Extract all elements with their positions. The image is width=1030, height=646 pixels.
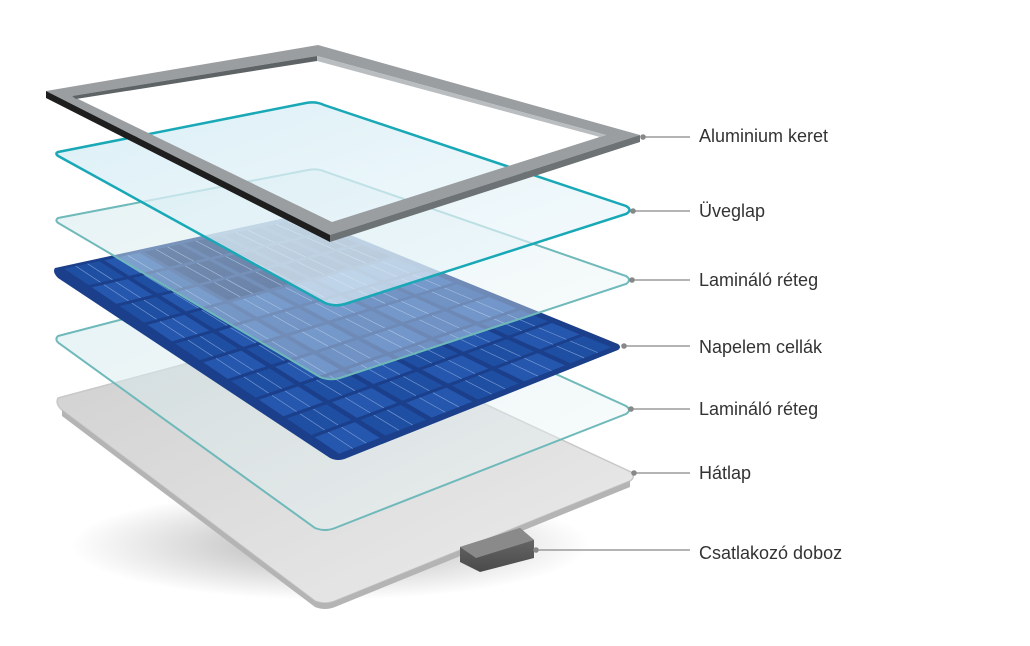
solar-cell bbox=[436, 325, 504, 352]
cell-busbar bbox=[215, 358, 241, 375]
glass-layer bbox=[55, 101, 631, 307]
cell-busbar bbox=[316, 379, 342, 396]
solar-cell bbox=[497, 353, 566, 382]
cell-busbar bbox=[493, 343, 521, 357]
solar-cell bbox=[91, 279, 153, 304]
cell-busbar bbox=[387, 409, 413, 426]
solar-cell bbox=[314, 422, 380, 454]
cell-busbar bbox=[143, 299, 169, 317]
cell-busbar bbox=[228, 354, 254, 371]
leader-lines bbox=[533, 134, 690, 553]
solar-cell bbox=[392, 340, 459, 368]
label-glass: Üveglap bbox=[699, 201, 766, 221]
cell-busbar bbox=[478, 375, 506, 390]
label-laminate-top: Lamináló réteg bbox=[699, 270, 819, 290]
solar-cell bbox=[203, 350, 267, 379]
cell-busbar bbox=[201, 309, 228, 326]
solar-cell bbox=[286, 404, 352, 436]
cell-busbar bbox=[299, 413, 325, 431]
solar-cell bbox=[360, 404, 427, 436]
junction-box bbox=[460, 528, 534, 572]
cell-busbar bbox=[200, 336, 226, 353]
solar-cell bbox=[119, 296, 182, 323]
cell-busbar bbox=[159, 321, 185, 339]
solar-cell bbox=[406, 387, 473, 418]
solar-cell bbox=[451, 370, 519, 400]
label-aluminium-frame: Aluminium keret bbox=[699, 126, 829, 146]
cell-busbar bbox=[570, 340, 598, 353]
solar-cell bbox=[147, 314, 210, 342]
cell-busbar bbox=[172, 317, 198, 335]
cell-busbar bbox=[313, 408, 339, 426]
cell-busbar bbox=[403, 376, 430, 392]
cell-busbar bbox=[390, 381, 417, 397]
cell-busbar bbox=[230, 327, 256, 344]
cell-busbar bbox=[448, 359, 476, 374]
cell-busbar bbox=[243, 376, 269, 394]
solar-cell bbox=[347, 355, 414, 385]
solar-cell bbox=[543, 335, 612, 364]
cell-busbar bbox=[75, 265, 101, 283]
cell-busbar bbox=[258, 344, 285, 361]
cell-busbar bbox=[103, 284, 129, 302]
cell-busbar bbox=[373, 414, 400, 431]
cell-busbar bbox=[173, 292, 199, 309]
cell-busbar bbox=[131, 302, 157, 320]
cell-busbar bbox=[465, 380, 492, 395]
cell-busbar bbox=[524, 357, 552, 372]
cell-busbar bbox=[419, 397, 446, 413]
label-solar-cells: Napelem cellák bbox=[699, 337, 823, 357]
cell-busbar bbox=[284, 390, 311, 408]
cell-busbar bbox=[432, 392, 460, 408]
cell-busbar bbox=[525, 332, 554, 345]
cell-busbar bbox=[271, 395, 297, 412]
cell-busbar bbox=[510, 362, 538, 377]
solar-cell bbox=[175, 332, 238, 361]
solar-cell bbox=[231, 368, 295, 398]
aluminium-frame bbox=[46, 45, 640, 242]
cell-busbar bbox=[538, 327, 567, 340]
cell-busbar bbox=[341, 426, 367, 444]
solar-cell bbox=[376, 371, 443, 401]
cell-busbar bbox=[435, 364, 462, 379]
label-junction-box: Csatlakozó doboz bbox=[699, 543, 843, 563]
solar-cell bbox=[481, 309, 549, 336]
solar-cell bbox=[422, 355, 489, 384]
solar-cell bbox=[303, 371, 369, 401]
cell-busbar bbox=[287, 362, 314, 379]
label-backsheet: Hátlap bbox=[699, 463, 752, 483]
cell-busbar bbox=[115, 281, 141, 299]
cell-busbar bbox=[144, 274, 170, 291]
cell-busbar bbox=[327, 431, 353, 449]
cell-busbar bbox=[556, 345, 585, 359]
cell-busbar bbox=[480, 348, 508, 362]
cell-busbar bbox=[187, 339, 213, 357]
cell-busbar bbox=[87, 263, 113, 280]
cell-busbar bbox=[344, 397, 371, 414]
solar-cell bbox=[467, 339, 535, 367]
solar-cell bbox=[64, 261, 125, 286]
label-laminate-bottom: Lamináló réteg bbox=[699, 399, 819, 419]
cell-busbar bbox=[256, 372, 282, 389]
cell-busbar bbox=[358, 392, 384, 409]
solar-cell bbox=[258, 386, 324, 417]
solar-cell bbox=[331, 387, 398, 418]
solar-cell bbox=[512, 322, 580, 350]
